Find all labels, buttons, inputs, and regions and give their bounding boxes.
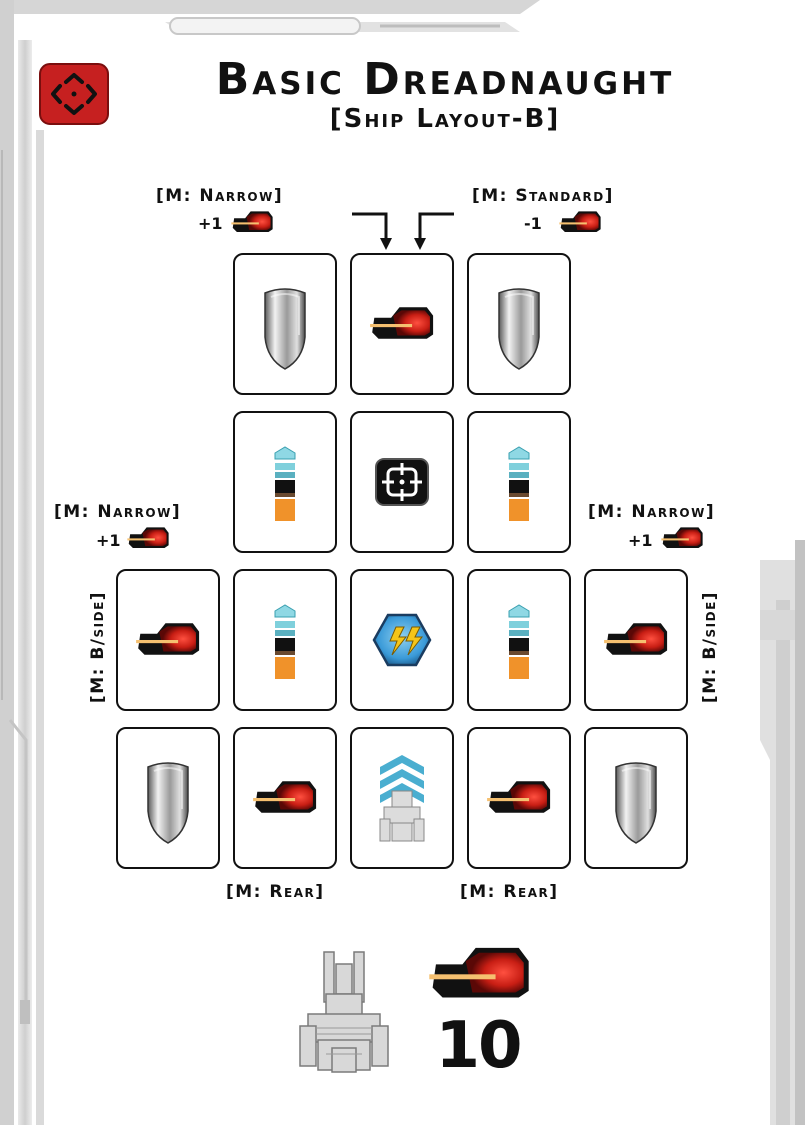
label-bottom-right: [M: Rear] <box>460 882 559 902</box>
layout-slot-engine <box>467 411 571 553</box>
cannon-slot-art <box>136 623 200 655</box>
label-top-right: [M: Standard] <box>472 186 614 206</box>
shield-slot-art <box>615 762 657 844</box>
command-slot-art <box>379 755 425 842</box>
targeting-reticle-icon <box>375 458 429 506</box>
layout-slot-engine <box>233 411 337 553</box>
cannon-icon <box>126 524 170 550</box>
shield-icon <box>264 288 306 370</box>
page-title: Basic Dreadnaught <box>215 54 675 105</box>
engine-slot-art <box>274 446 296 521</box>
cannon-slot-art <box>604 623 668 655</box>
cannon-icon <box>253 781 317 813</box>
ship-cost-value: 10 <box>435 1009 522 1083</box>
layout-slot-cannon <box>116 569 220 711</box>
power-slot-art <box>372 613 432 667</box>
shield-icon <box>615 762 657 844</box>
label-side-right: [M: B/side] <box>700 590 720 704</box>
shield-icon <box>498 288 540 370</box>
engine-slot-art <box>274 604 296 679</box>
cannon-icon <box>136 623 200 655</box>
engine-slot-art <box>508 446 530 521</box>
label-mid-right: [M: Narrow] <box>588 502 716 522</box>
mod-top-left: +1 <box>198 214 223 233</box>
cannon-icon <box>558 208 602 234</box>
layout-slot-engine <box>467 569 571 711</box>
shield-slot-art <box>147 762 189 844</box>
cannon-slot-art <box>370 307 434 339</box>
target-reticle-icon <box>39 63 109 125</box>
cannon-icon <box>487 781 551 813</box>
layout-slot-power <box>350 569 454 711</box>
label-bottom-left: [M: Rear] <box>226 882 325 902</box>
layout-slot-cannon <box>233 727 337 869</box>
layout-slot-shield <box>233 253 337 395</box>
layout-slot-shield <box>584 727 688 869</box>
cannon-slot-art <box>487 781 551 813</box>
engine-icon <box>274 604 296 679</box>
label-top-left: [M: Narrow] <box>156 186 284 206</box>
engine-slot-art <box>508 604 530 679</box>
label-side-left: [M: B/side] <box>88 590 108 704</box>
layout-slot-command <box>350 727 454 869</box>
layout-slot-targeting <box>350 411 454 553</box>
shield-slot-art <box>264 288 306 370</box>
command-bridge-icon <box>379 755 425 842</box>
label-mid-left: [M: Narrow] <box>54 502 182 522</box>
engine-icon <box>274 446 296 521</box>
power-core-icon <box>372 613 432 667</box>
shield-icon <box>147 762 189 844</box>
cannon-icon <box>660 524 704 550</box>
mod-top-right: -1 <box>524 214 542 233</box>
cannon-icon <box>426 936 532 1006</box>
engine-icon <box>508 604 530 679</box>
mod-mid-left: +1 <box>96 531 121 550</box>
layout-slot-shield <box>467 253 571 395</box>
front-arrows-icon <box>352 212 454 250</box>
mod-mid-right: +1 <box>628 531 653 550</box>
layout-slot-engine <box>233 569 337 711</box>
cannon-slot-art <box>253 781 317 813</box>
targeting-slot-art <box>375 458 429 506</box>
page-subtitle: [Ship Layout-B] <box>329 104 561 134</box>
engine-icon <box>508 446 530 521</box>
cannon-icon <box>370 307 434 339</box>
shield-slot-art <box>498 288 540 370</box>
layout-slot-cannon <box>350 253 454 395</box>
layout-slot-cannon <box>584 569 688 711</box>
cannon-icon <box>230 208 274 234</box>
layout-slot-shield <box>116 727 220 869</box>
dreadnaught-ship-icon <box>299 951 389 1073</box>
layout-slot-cannon <box>467 727 571 869</box>
cannon-icon <box>604 623 668 655</box>
